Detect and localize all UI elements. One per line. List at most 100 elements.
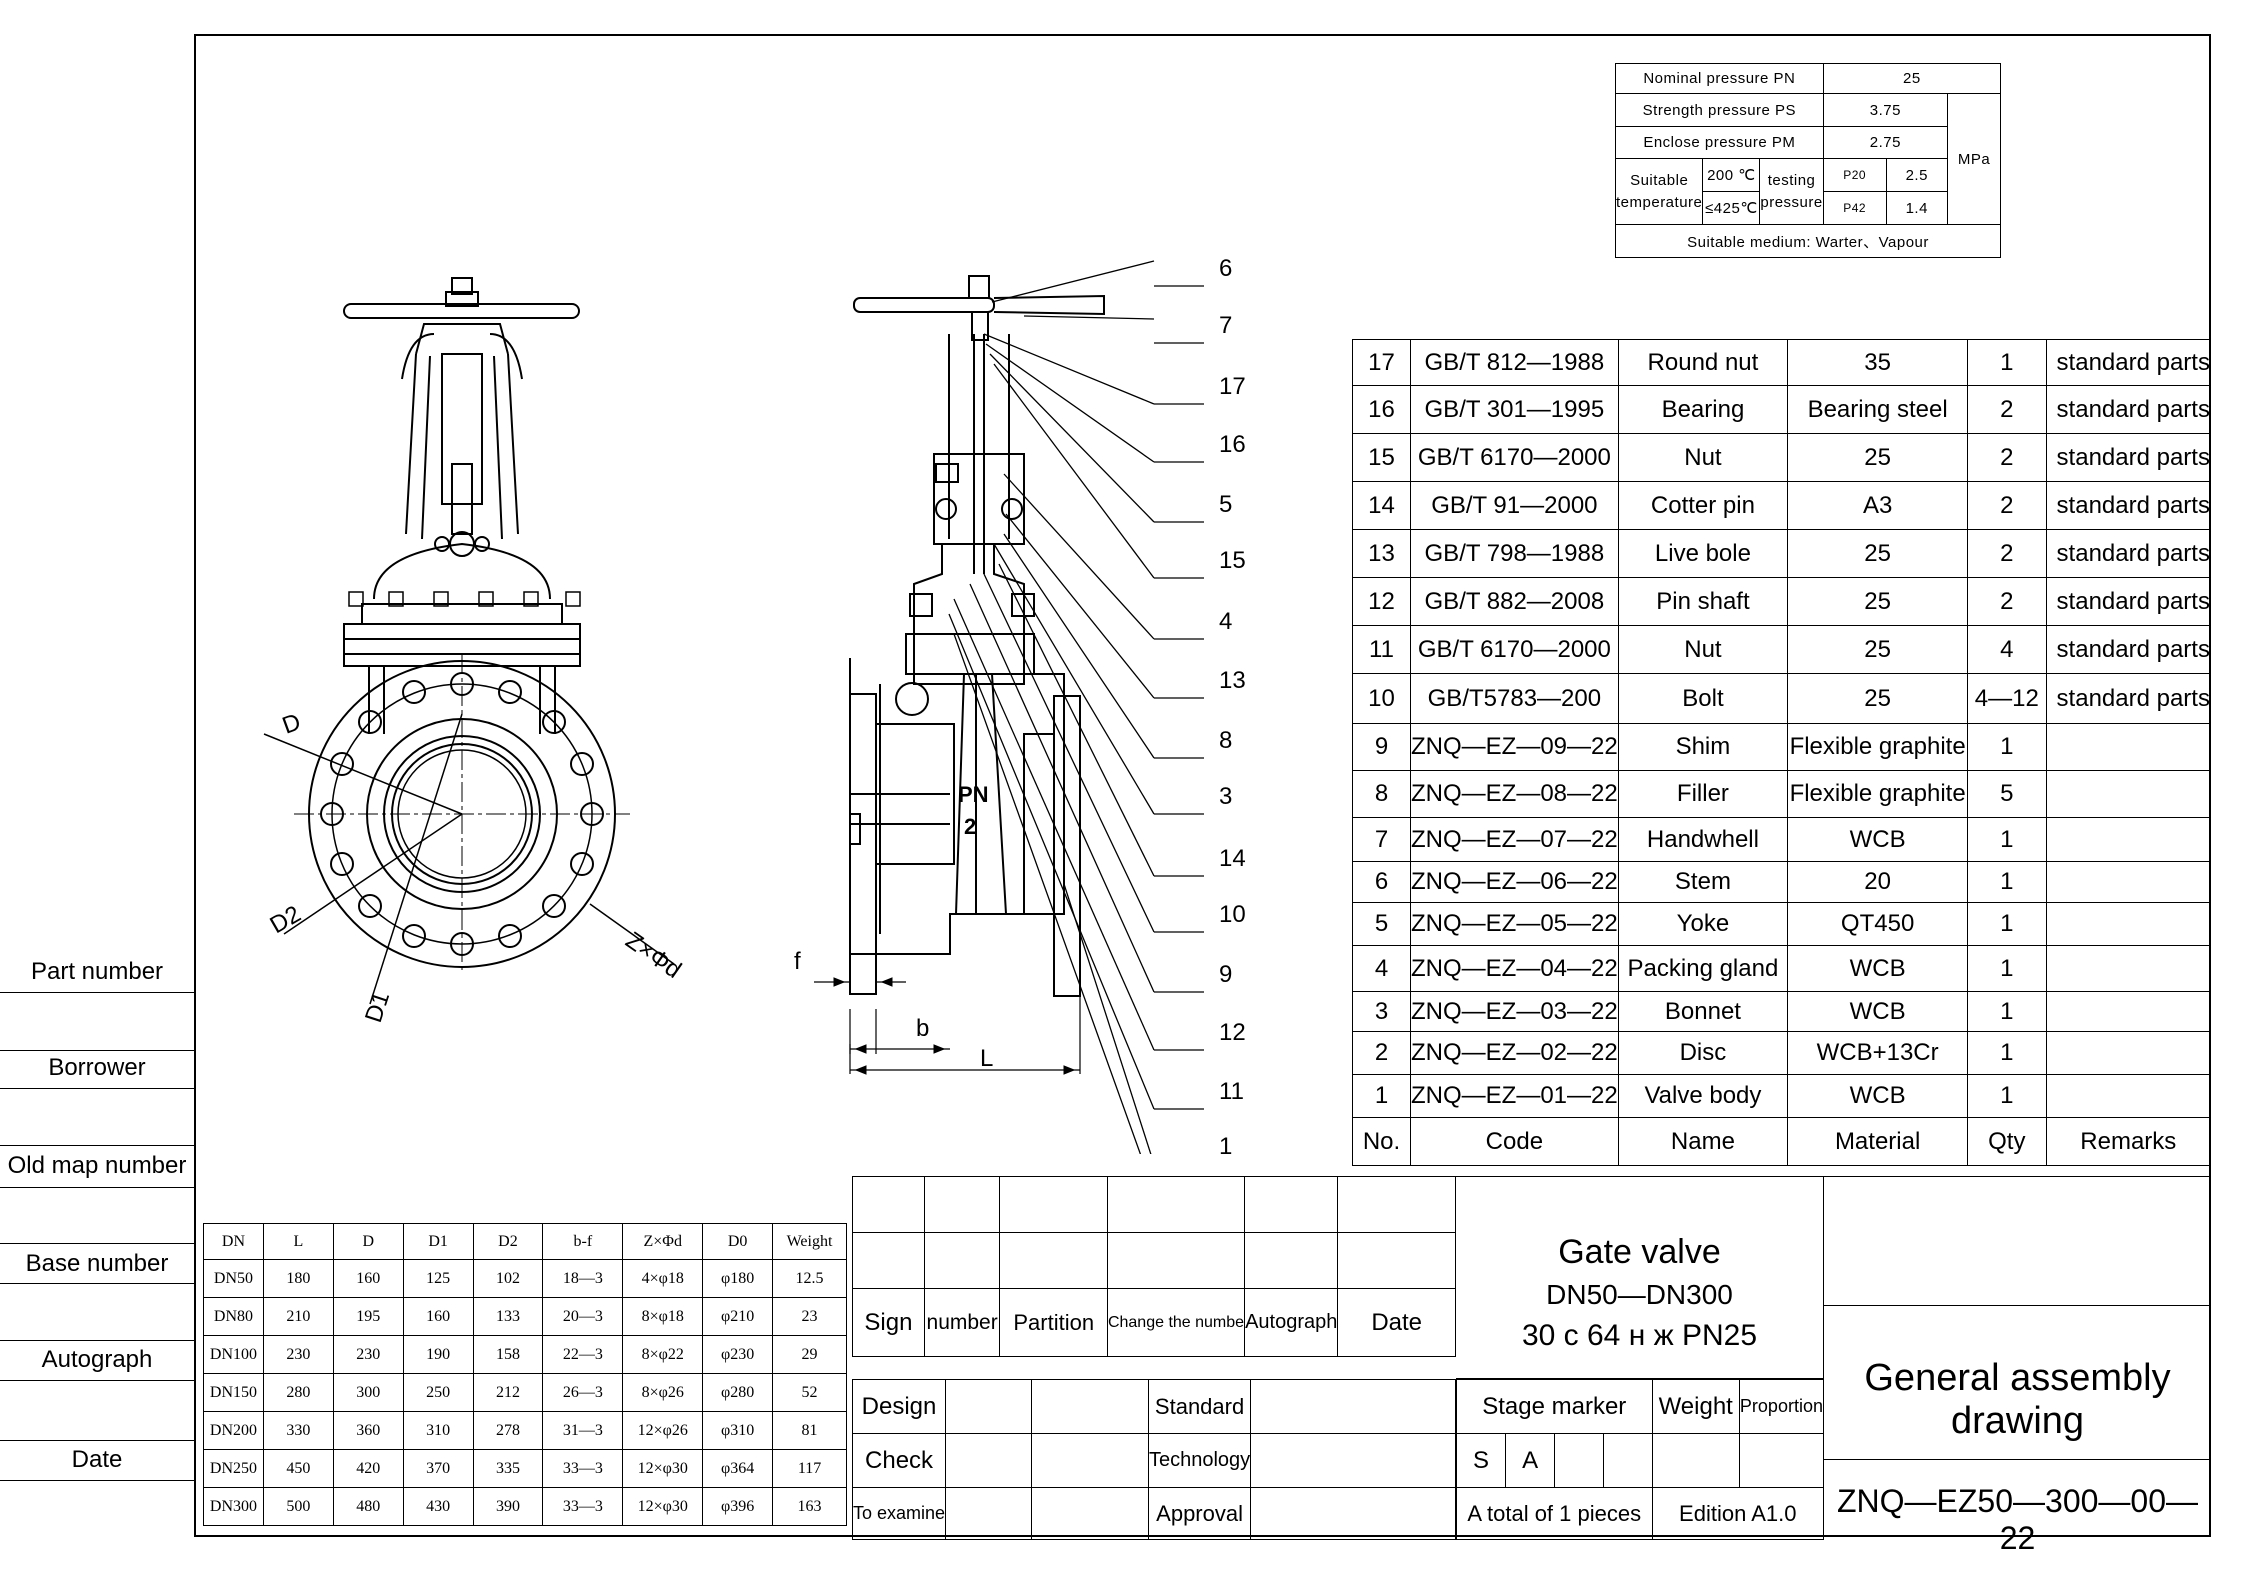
- balloon-number: 15: [1219, 547, 1246, 574]
- parts-cell-name: Yoke: [1617, 902, 1789, 946]
- parts-cell-no: No.: [1352, 1117, 1411, 1166]
- change-number-label: Change the numbe: [1106, 1288, 1246, 1357]
- parts-cell-material: Flexible graphite: [1787, 723, 1969, 771]
- dims-cell: 310: [402, 1411, 474, 1450]
- balloon-number: 8: [1219, 727, 1232, 754]
- parts-cell-qty: 1: [1967, 1031, 2047, 1075]
- parts-cell-no: 11: [1352, 625, 1411, 674]
- dims-cell: 163: [772, 1487, 847, 1526]
- dims-cell: 8×φ18: [622, 1297, 704, 1336]
- dims-cell: 81: [772, 1411, 847, 1450]
- dims-header-cell: D0: [702, 1223, 774, 1260]
- parts-cell-remarks: [2045, 770, 2212, 818]
- dims-header-cell: b-f: [542, 1223, 624, 1260]
- parts-cell-material: 25: [1787, 673, 1969, 724]
- dims-cell: 500: [262, 1487, 334, 1526]
- dims-cell: 23: [772, 1297, 847, 1336]
- parts-cell-name: Valve body: [1617, 1074, 1789, 1118]
- dims-cell: 20—3: [542, 1297, 624, 1336]
- side-label-old-map-number: Old map number: [7, 1152, 187, 1179]
- parts-cell-name: Round nut: [1617, 339, 1789, 386]
- dims-cell: 29: [772, 1335, 847, 1374]
- parts-cell-code: ZNQ—EZ—01—22: [1410, 1074, 1619, 1118]
- parts-cell-no: 14: [1352, 481, 1411, 530]
- side-divider: [0, 1380, 194, 1381]
- product-name-cell: Gate valve DN50—DN300 30 с 64 н ж PN25: [1456, 1176, 1824, 1379]
- enclose-pressure-label: Enclose pressure PM: [1615, 126, 1824, 159]
- dims-cell: φ396: [702, 1487, 774, 1526]
- parts-cell-material: 25: [1787, 433, 1969, 482]
- testing-pressure-label: testing pressure: [1759, 158, 1824, 225]
- dims-cell: 450: [262, 1449, 334, 1488]
- parts-cell-remarks: [2045, 1031, 2212, 1075]
- dims-header-cell: Z×Φd: [622, 1223, 704, 1260]
- side-label-borrower: Borrower: [48, 1054, 146, 1081]
- dims-cell: 420: [332, 1449, 404, 1488]
- date-label: Date: [1337, 1288, 1456, 1357]
- pn-mark-number: 2: [964, 814, 976, 839]
- parts-cell-no: 15: [1352, 433, 1411, 482]
- dim-f: f: [794, 948, 801, 975]
- parts-cell-material: WCB+13Cr: [1787, 1031, 1969, 1075]
- side-view: [814, 260, 1204, 1154]
- stage-s: S: [1455, 1433, 1507, 1488]
- balloon-number: 11: [1219, 1078, 1244, 1105]
- dims-cell: φ310: [702, 1411, 774, 1450]
- parts-cell-code: GB/T 798—1988: [1410, 529, 1619, 578]
- side-divider: [0, 1088, 194, 1089]
- parts-cell-material: 25: [1787, 577, 1969, 626]
- suitable-temperature-label-line1: Suitable: [1630, 171, 1689, 189]
- parts-cell-code: GB/T 812—1988: [1410, 339, 1619, 386]
- parts-cell-name: Bonnet: [1617, 991, 1789, 1032]
- dims-cell: DN80: [203, 1297, 264, 1336]
- label-d: D: [279, 708, 305, 739]
- parts-cell-code: ZNQ—EZ—03—22: [1410, 991, 1619, 1032]
- dims-cell: 160: [332, 1259, 404, 1298]
- dims-cell: 250: [402, 1373, 474, 1412]
- parts-cell-no: 9: [1352, 723, 1411, 771]
- technology-label: Technology: [1147, 1433, 1252, 1488]
- label-d2: D2: [266, 900, 306, 939]
- suitable-medium: Suitable medium: Warter、Vapour: [1615, 224, 2001, 258]
- parts-cell-qty: 1: [1967, 339, 2047, 386]
- total-pieces: A total of 1 pieces: [1456, 1487, 1653, 1540]
- parts-cell-name: Disc: [1617, 1031, 1789, 1075]
- dims-cell: φ280: [702, 1373, 774, 1412]
- parts-cell-no: 13: [1352, 529, 1411, 578]
- dims-cell: 210: [262, 1297, 334, 1336]
- parts-cell-name: Name: [1617, 1117, 1789, 1166]
- parts-cell-code: GB/T 882—2008: [1410, 577, 1619, 626]
- side-divider: [0, 992, 194, 993]
- testing-pressure-label-line1: testing: [1767, 171, 1816, 189]
- parts-cell-remarks: standard parts: [2045, 529, 2212, 578]
- proportion-label: Proportion: [1738, 1379, 1825, 1434]
- parts-cell-remarks: standard parts: [2045, 625, 2212, 674]
- stage-block: Stage marker Weight Proportion S A A tot…: [1455, 1379, 1825, 1540]
- gate-valve-drawing: D D2 D1 Z×Φd: [263, 255, 1246, 1154]
- parts-cell-name: Bolt: [1617, 673, 1789, 724]
- temperature-200: 200 ℃: [1702, 158, 1761, 192]
- dims-cell: φ180: [702, 1259, 774, 1298]
- dims-cell: 12×φ30: [622, 1487, 704, 1526]
- pressure-unit: MPa: [1947, 93, 2001, 225]
- dims-cell: DN200: [203, 1411, 264, 1450]
- balloon-number: 13: [1219, 667, 1246, 694]
- parts-cell-no: 8: [1352, 770, 1411, 818]
- parts-cell-remarks: standard parts: [2045, 673, 2212, 724]
- front-view: [263, 277, 675, 1005]
- approval-block: Design Standard Check Technology To exam…: [851, 1379, 1456, 1540]
- dims-cell: 8×φ22: [622, 1335, 704, 1374]
- dims-cell: φ230: [702, 1335, 774, 1374]
- parts-cell-remarks: standard parts: [2045, 481, 2212, 530]
- parts-cell-qty: 1: [1967, 902, 2047, 946]
- dims-cell: φ210: [702, 1297, 774, 1336]
- dims-cell: 22—3: [542, 1335, 624, 1374]
